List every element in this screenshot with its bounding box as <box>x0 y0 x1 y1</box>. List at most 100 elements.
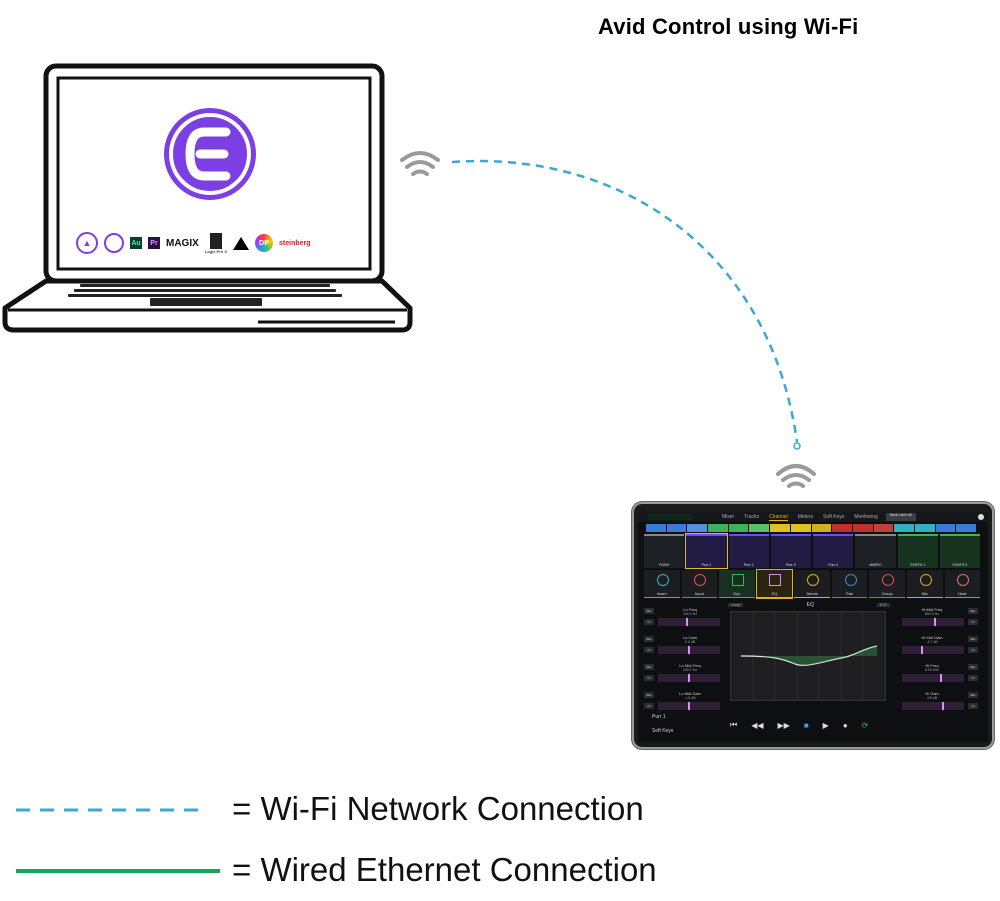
sel-button[interactable]: SEL <box>644 636 654 642</box>
sel-button[interactable]: SEL <box>644 692 654 698</box>
sel-button[interactable]: SEL <box>968 664 978 670</box>
param-slider[interactable] <box>658 702 720 710</box>
sel-button[interactable]: SEL <box>968 692 978 698</box>
tablet-tabs: Mixer Tracks Channel Meters Soft Keys Mo… <box>722 514 878 521</box>
eq-button[interactable]: EQ <box>755 569 794 599</box>
eq-curve-svg <box>740 612 878 700</box>
mark-latch-button[interactable]: Mark Latch All <box>885 513 916 521</box>
channel-strip[interactable]: SYNTH 2 <box>939 534 980 568</box>
channel-strips: PUSH Purr 1 Purr 2 Purr 3 Purr 4 xMEPIC … <box>644 533 980 569</box>
current-track-label: Purr 1 <box>652 714 666 720</box>
in-button[interactable]: IN <box>968 619 978 625</box>
transport-controls: ⏮ ◀◀ ▶▶ ■ ▶ ● ⟳ <box>730 720 868 730</box>
channel-strip[interactable]: SYNTH 1 <box>897 534 938 568</box>
eq-comp-pill[interactable]: Comp <box>728 602 744 607</box>
diagram-title: Avid Control using Wi-Fi <box>598 14 859 39</box>
stop-icon[interactable]: ■ <box>803 720 809 730</box>
channel-strip[interactable]: Purr 3 <box>770 534 811 568</box>
eq-param[interactable]: Hi Gain 4.5 dB SEL IN <box>900 690 978 718</box>
rewind-icon[interactable]: ◀◀ <box>751 720 764 730</box>
param-slider[interactable] <box>658 674 720 682</box>
digital-performer-logo-icon: DP <box>255 234 274 252</box>
heat-icon <box>957 574 970 586</box>
sends-bar <box>794 597 830 598</box>
channel-name: Purr 3 <box>786 563 796 567</box>
tab-mixer[interactable]: Mixer <box>722 513 735 520</box>
param-slider[interactable] <box>902 618 964 626</box>
dyn-label: Dyn <box>733 591 741 596</box>
sends-icon <box>807 574 820 586</box>
channel-strip[interactable]: PUSH <box>644 534 685 568</box>
tab-monitoring[interactable]: Monitoring <box>854 513 878 520</box>
input-label: Input <box>694 591 704 596</box>
return-to-zero-icon[interactable]: ⏮ <box>730 720 738 729</box>
record-icon[interactable]: ● <box>842 720 848 730</box>
mix-button[interactable]: Mix <box>906 570 943 598</box>
eq-label: EQ <box>771 591 778 596</box>
in-button[interactable]: IN <box>644 703 654 709</box>
tab-tracks[interactable]: Tracks <box>744 513 760 520</box>
param-value: -4.7 dB <box>926 640 938 644</box>
channel-name: xMEPIC <box>868 563 882 567</box>
sends-button[interactable]: Sends <box>794 570 830 598</box>
tab-soft-keys[interactable]: Soft Keys <box>822 513 845 520</box>
group-bar <box>869 597 905 598</box>
sel-button[interactable]: SEL <box>644 664 654 670</box>
eq-header: Comp EQ EXT <box>728 601 890 608</box>
group-label: Group <box>881 591 893 596</box>
param-slider[interactable] <box>658 646 720 654</box>
group-icon <box>882 574 895 586</box>
heat-button[interactable]: Heat <box>944 570 981 598</box>
input-bar <box>681 597 718 598</box>
eq-ext-pill[interactable]: EXT <box>877 602 890 607</box>
tab-meters[interactable]: Meters <box>797 513 813 520</box>
loop-icon[interactable]: ⟳ <box>861 720 869 730</box>
in-button[interactable]: IN <box>968 647 978 653</box>
in-button[interactable]: IN <box>968 675 978 681</box>
dyn-button[interactable]: Dyn <box>719 570 755 598</box>
param-slider[interactable] <box>902 674 964 682</box>
in-button[interactable]: IN <box>644 675 654 681</box>
sel-button[interactable]: SEL <box>968 636 978 642</box>
eq-param[interactable]: SEL IN Lo Mid Gain -1.5 dB <box>644 690 722 718</box>
play-icon[interactable]: ▶ <box>822 720 829 730</box>
insert-button[interactable]: Insert <box>644 570 680 598</box>
logic-pro-logo-icon: Logic Pro X <box>205 232 227 254</box>
eq-param[interactable]: SEL IN Lo Gain 0.0 dB <box>644 634 722 662</box>
channel-strip[interactable]: xMEPIC <box>855 534 896 568</box>
in-button[interactable]: IN <box>968 703 978 709</box>
in-button[interactable]: IN <box>644 619 654 625</box>
tab-channel[interactable]: Channel <box>769 513 788 521</box>
eq-param[interactable]: Hi Mid Freq 800.0 Hz SEL IN <box>900 606 978 634</box>
soft-keys-label[interactable]: Soft Keys <box>652 728 674 734</box>
param-slider[interactable] <box>658 618 720 626</box>
insert-label: Insert <box>656 591 667 596</box>
param-value: 6.00 kHz <box>925 668 939 672</box>
eq-graph[interactable] <box>730 611 886 701</box>
fast-forward-icon[interactable]: ▶▶ <box>777 720 790 730</box>
tablet-screen: Mixer Tracks Channel Meters Soft Keys Mo… <box>638 512 988 742</box>
param-slider[interactable] <box>902 646 964 654</box>
eq-param[interactable]: Hi Mid Gain -4.7 dB SEL IN <box>900 634 978 662</box>
in-button[interactable]: IN <box>644 647 654 653</box>
eq-param[interactable]: SEL IN Lo Mid Freq 200.0 Hz <box>644 662 722 690</box>
eq-param[interactable]: Hi Freq 6.00 kHz SEL IN <box>900 662 978 690</box>
heat-label: Heat <box>958 591 967 596</box>
channel-strip[interactable]: Purr 4 <box>813 534 854 568</box>
insert-icon <box>656 574 669 586</box>
sel-button[interactable]: SEL <box>968 608 978 614</box>
eq-param[interactable]: SEL IN Lo Freq 100.0 Hz <box>644 606 722 634</box>
pan-button[interactable]: Pan <box>831 570 868 598</box>
param-slider[interactable] <box>902 702 964 710</box>
channel-strip[interactable]: Purr 1 <box>685 533 728 569</box>
channel-strip[interactable]: Purr 2 <box>728 534 769 568</box>
sel-button[interactable]: SEL <box>644 608 654 614</box>
pan-label: Pan <box>846 591 854 596</box>
settings-icon[interactable] <box>978 514 984 520</box>
laptop-app-logos: ▲ Au Pr MAGIX Logic Pro X DP steinberg <box>76 230 366 256</box>
legend-ethernet-label: = Wired Ethernet Connection <box>232 851 657 888</box>
group-button[interactable]: Group <box>869 570 905 598</box>
avid-control-logo <box>164 108 256 200</box>
input-button[interactable]: Input <box>681 570 718 598</box>
param-label: Hi Freq <box>925 663 939 668</box>
